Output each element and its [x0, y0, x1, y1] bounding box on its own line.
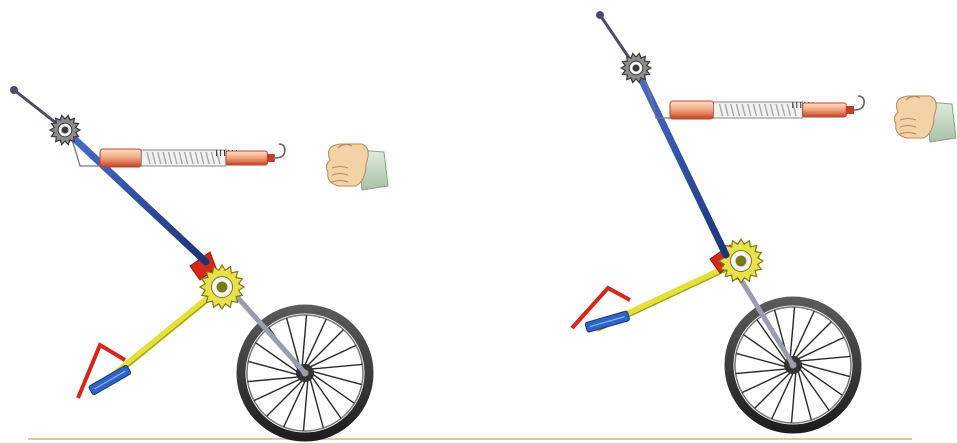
lever-rod-knob: [10, 86, 18, 94]
scale-left-cap: [670, 101, 714, 119]
wheel-spoke: [284, 379, 306, 427]
right-panel: [572, 11, 956, 429]
lever-rod-knob: [596, 11, 604, 19]
gear-icon: [621, 53, 651, 82]
wheel-spoke: [742, 370, 790, 392]
wheel-spoke: [310, 364, 363, 369]
left-panel: [10, 86, 388, 437]
scale-hook: [854, 96, 864, 110]
wheel-spoke: [791, 370, 796, 423]
wheel-spoke: [755, 371, 792, 409]
pedal-icon: [585, 311, 630, 333]
gear-icon-hub: [61, 126, 68, 133]
gear-icon-hub: [632, 64, 639, 71]
scale-left-cap: [100, 149, 141, 167]
scale-hook: [275, 144, 285, 158]
wheel-spoke: [302, 315, 307, 368]
scale-rod-end: [267, 154, 275, 162]
spring-scale-icon: [670, 96, 864, 119]
wheel-spoke: [304, 319, 326, 367]
scale-rod-end: [846, 106, 854, 114]
wheel-spoke: [798, 356, 851, 361]
sprocket-icon: [200, 265, 244, 309]
sprocket-icon-hub: [736, 256, 747, 267]
pedal-icon: [88, 365, 131, 396]
spring-scale-icon: [100, 144, 285, 167]
scale-plunger: [803, 103, 847, 117]
wheel-spoke: [794, 322, 831, 360]
blue-main-tube: [636, 68, 726, 255]
wheel-spoke: [248, 377, 301, 382]
hand-palm: [894, 96, 936, 138]
wheel-spoke: [308, 345, 356, 367]
wheel-spoke: [790, 307, 795, 360]
hand-palm: [326, 144, 368, 186]
wheel-spoke: [736, 369, 789, 374]
wheel-spoke: [267, 379, 304, 417]
sprocket-icon-hub: [217, 282, 228, 293]
hand-icon: [326, 144, 388, 190]
scale-plunger: [226, 151, 267, 165]
hand-icon: [894, 96, 956, 142]
wheel-spoke: [792, 311, 814, 359]
wheel-spoke: [254, 378, 302, 400]
wheel-spoke: [772, 371, 794, 419]
wheel-spoke: [306, 330, 343, 368]
wheel-spoke: [796, 337, 844, 359]
wheel-spoke: [303, 378, 308, 431]
sprocket-icon: [719, 239, 763, 283]
